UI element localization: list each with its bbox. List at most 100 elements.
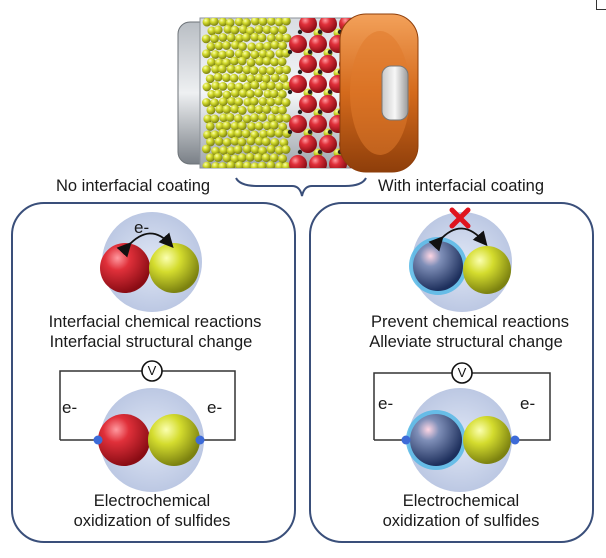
carbon-particle <box>317 69 323 75</box>
left-caption-line2: Interfacial structural change <box>49 333 253 351</box>
yellow-particle <box>270 57 279 67</box>
battery-bracket <box>235 177 367 197</box>
carbon-particle <box>287 89 293 95</box>
carbon-particle <box>317 109 323 115</box>
yellow-particle <box>254 105 264 114</box>
yellow-particle <box>261 137 271 147</box>
yellow-particle <box>249 96 259 106</box>
yellow-particle <box>266 128 276 138</box>
yellow-particle <box>210 130 220 140</box>
red-particle <box>329 155 347 168</box>
yellow-particle <box>234 49 244 59</box>
yellow-particle <box>262 56 272 66</box>
yellow-particle <box>234 82 244 92</box>
left-circuit-left-label: e- <box>62 398 78 417</box>
yellow-particle <box>206 42 216 52</box>
left-voltmeter <box>141 360 163 382</box>
carbon-particle <box>307 89 313 95</box>
right-blocked-arrow <box>428 227 488 252</box>
yellow-particle <box>258 18 268 26</box>
yellow-particle <box>202 98 211 107</box>
yellow-particle <box>237 121 247 131</box>
yellow-particle <box>218 128 228 138</box>
yellow-particle <box>215 104 225 114</box>
yellow-particle <box>226 161 236 168</box>
left-bottom-line2: oxidization of sulfides <box>73 512 231 530</box>
carbon-particle <box>297 149 303 155</box>
carbon-particle <box>308 170 312 174</box>
yellow-particle <box>304 169 313 178</box>
red-particle <box>319 95 337 113</box>
yellow-particle <box>215 121 225 131</box>
yellow-particle <box>245 152 255 162</box>
corner-bracket-icon <box>596 0 606 10</box>
yellow-particle <box>242 82 252 92</box>
yellow-particle <box>259 81 269 91</box>
yellow-particle <box>237 137 247 147</box>
yellow-particle <box>213 25 223 35</box>
yellow-particle <box>247 42 257 52</box>
yellow-particle <box>279 73 289 83</box>
yellow-particle <box>213 89 223 99</box>
yellow-particle <box>274 128 284 138</box>
yellow-particle <box>202 65 211 74</box>
yellow-particle <box>237 153 247 163</box>
carbon-particle <box>297 29 303 35</box>
red-particle <box>319 135 337 153</box>
yellow-particle <box>222 137 232 147</box>
yellow-particle <box>213 72 223 82</box>
yellow-particle <box>207 90 217 99</box>
yellow-particle <box>203 114 213 124</box>
yellow-particle <box>258 66 268 75</box>
left-caption-line1: Interfacial chemical reactions <box>48 313 262 331</box>
carbon-particle <box>287 129 293 135</box>
right-bottom-yellow-particle <box>463 416 511 464</box>
left-circuit-right-label: e- <box>207 398 223 417</box>
carbon-particle <box>307 49 313 55</box>
red-particle <box>309 115 327 133</box>
yellow-particle <box>233 114 243 123</box>
yellow-particle <box>229 56 239 66</box>
right-caption-line2: Alleviate structural change <box>369 333 563 351</box>
yellow-particle <box>282 65 291 75</box>
yellow-particle <box>202 161 212 168</box>
left-top-red-particle <box>100 243 150 293</box>
yellow-particle <box>225 49 235 59</box>
yellow-particle <box>249 66 259 75</box>
yellow-particle <box>281 98 291 107</box>
yellow-particle <box>218 97 228 107</box>
yellow-particle <box>254 136 264 146</box>
yellow-particle <box>263 41 272 51</box>
red-particle <box>299 18 317 33</box>
right-contact-dot-left <box>401 435 411 445</box>
yellow-particle <box>281 18 291 26</box>
yellow-particle <box>202 49 211 59</box>
yellow-particle <box>274 18 284 27</box>
yellow-particle <box>218 33 228 42</box>
yellow-particle <box>262 121 272 131</box>
left-voltmeter-symbol: V <box>147 363 157 378</box>
yellow-particle <box>269 120 279 130</box>
yellow-particle <box>274 96 284 106</box>
yellow-particle <box>242 161 252 168</box>
yellow-particle <box>221 73 231 83</box>
yellow-particle <box>201 34 211 44</box>
right-top-coated-particle <box>413 241 463 291</box>
yellow-particle <box>275 82 284 91</box>
carbon-particle <box>297 69 303 75</box>
left-electron-label: e- <box>134 218 150 237</box>
right-bottom-line2: oxidization of sulfides <box>382 512 540 530</box>
yellow-particle <box>211 64 220 74</box>
yellow-particle <box>250 50 260 60</box>
yellow-particle <box>242 65 252 75</box>
yellow-particle <box>217 64 227 74</box>
yellow-particle <box>233 145 243 155</box>
yellow-particle <box>205 122 215 131</box>
yellow-particle <box>238 88 248 98</box>
left-contact-dot-left <box>93 435 103 445</box>
left-bottom-line1: Electrochemical <box>93 492 211 510</box>
yellow-particle <box>275 49 285 58</box>
yellow-particle <box>210 34 219 44</box>
yellow-particle <box>219 113 229 123</box>
